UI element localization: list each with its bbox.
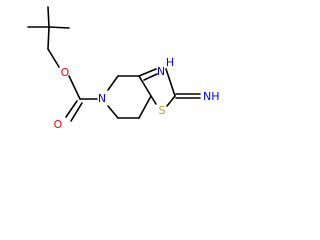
- ring-nh-nitrogen-label: N: [157, 65, 165, 78]
- bond: [143, 73, 158, 81]
- thiazole-sulfur-label: S: [159, 104, 166, 117]
- imino-nh-label: NH: [203, 90, 220, 103]
- bond: [107, 75, 119, 91]
- bond: [70, 102, 83, 122]
- bond: [107, 105, 119, 119]
- carbamate-group: [65, 75, 98, 122]
- bond: [166, 95, 176, 107]
- molecule-structure: O O N S NH N H: [27, 6, 220, 131]
- ring-nh-hydrogen-label: H: [166, 56, 174, 69]
- thiazole-ring: [138, 68, 176, 107]
- bond: [138, 68, 157, 77]
- piperidine-ring: [107, 75, 152, 119]
- bond: [165, 68, 176, 97]
- ester-oxygen-label: O: [61, 66, 70, 79]
- bond: [138, 95, 152, 119]
- carbonyl-oxygen-label: O: [54, 118, 63, 131]
- bond: [47, 6, 50, 28]
- bond: [47, 26, 50, 50]
- bond: [138, 75, 152, 97]
- bond: [150, 95, 157, 105]
- ring-nitrogen-label: N: [98, 92, 106, 105]
- bond: [68, 75, 81, 100]
- imine-bond: [175, 93, 201, 99]
- bond: [47, 48, 60, 68]
- bond: [48, 26, 70, 29]
- bond: [65, 100, 78, 118]
- tert-butyl-group: [27, 6, 70, 68]
